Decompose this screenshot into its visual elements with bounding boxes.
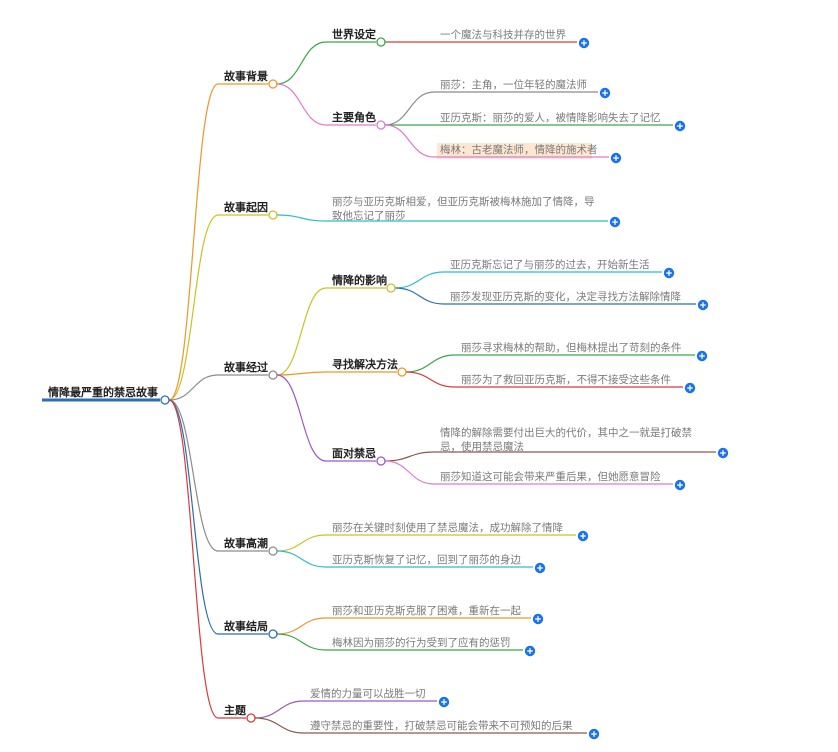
node-label-n3c1: 忌，使用禁忌魔法 xyxy=(440,440,524,453)
edge-n3c1 xyxy=(384,451,435,462)
node-label-n3a: 情降的影响 xyxy=(332,273,387,287)
node-label-n3a1: 亚历克斯忘记了与丽莎的过去，开始新生活 xyxy=(450,258,650,271)
node-label-n2a: 致他忘记了丽莎 xyxy=(332,209,406,222)
expand-plus-icon-n3c2[interactable] xyxy=(674,479,686,491)
node-label-n1: 故事背景 xyxy=(224,69,268,83)
root-label: 情降最严重的禁忌故事 xyxy=(48,385,158,399)
collapse-toggle-n1[interactable] xyxy=(268,79,278,89)
node-label-n1b3: 梅林：古老魔法师，情降的施术者 xyxy=(440,143,598,156)
node-label-n5: 故事结局 xyxy=(224,619,268,633)
edge-n6b xyxy=(254,717,305,734)
expand-plus-icon-n4a[interactable] xyxy=(577,530,589,542)
expand-plus-icon-n1a1[interactable] xyxy=(578,37,590,49)
collapse-toggle-n3[interactable] xyxy=(268,370,278,380)
node-label-n6: 主题 xyxy=(224,703,247,717)
collapse-toggle-root[interactable] xyxy=(160,395,170,405)
node-label-n3c: 面对禁忌 xyxy=(332,446,376,460)
expand-plus-icon-n4b[interactable] xyxy=(534,562,546,574)
edge-n6 xyxy=(168,399,219,719)
node-label-n1b1: 丽莎：主角，一位年轻的魔法师 xyxy=(440,78,587,91)
edge-n1b1 xyxy=(384,91,435,126)
node-label-n4b: 亚历克斯恢复了记忆，回到了丽莎的身边 xyxy=(332,553,521,566)
edge-n3b1 xyxy=(405,354,456,373)
edge-n3b2 xyxy=(405,371,456,388)
edge-n1a xyxy=(276,41,327,85)
edge-n3a1 xyxy=(394,271,445,289)
expand-plus-icon-n5a[interactable] xyxy=(532,613,544,625)
expand-plus-icon-n3a1[interactable] xyxy=(663,267,675,279)
edge-n3a2 xyxy=(394,287,445,305)
node-label-n4a: 丽莎在关键时刻使用了禁忌魔法，成功解除了情降 xyxy=(332,521,563,534)
mindmap-underlines xyxy=(42,41,716,734)
edge-n6a xyxy=(254,700,305,719)
node-label-n2: 故事起因 xyxy=(224,200,268,214)
expand-plus-icon-n6b[interactable] xyxy=(588,728,600,740)
expand-plus-icon-n3b1[interactable] xyxy=(696,350,708,362)
edge-n3c xyxy=(276,374,327,462)
collapse-toggle-n3a[interactable] xyxy=(386,283,396,293)
node-label-n3b2: 丽莎为了救回亚历克斯，不得不接受这些条件 xyxy=(461,373,671,386)
collapse-toggle-n3c[interactable] xyxy=(376,456,386,466)
edge-n4a xyxy=(276,534,327,552)
mindmap-edges xyxy=(168,41,456,734)
node-label-n1a1: 一个魔法与科技并存的世界 xyxy=(440,28,566,41)
collapse-toggle-n3b[interactable] xyxy=(397,367,407,377)
mindmap-handles xyxy=(160,37,729,740)
node-label-n3: 故事经过 xyxy=(224,360,268,374)
node-label-n1a: 世界设定 xyxy=(332,27,376,41)
expand-plus-icon-n6a[interactable] xyxy=(438,696,450,708)
collapse-toggle-n6[interactable] xyxy=(246,713,256,723)
expand-plus-icon-n1b2[interactable] xyxy=(674,120,686,132)
edge-n1b3 xyxy=(384,124,435,158)
expand-plus-icon-n1b3[interactable] xyxy=(610,152,622,164)
node-label-n3c2: 丽莎知道这可能会带来严重后果，但她愿意冒险 xyxy=(440,470,661,483)
expand-plus-icon-n3a2[interactable] xyxy=(697,299,709,311)
node-label-n6a: 爱情的力量可以战胜一切 xyxy=(310,687,426,700)
edge-n4b xyxy=(276,550,327,568)
edge-n1 xyxy=(168,83,219,401)
expand-plus-icon-n5b[interactable] xyxy=(524,645,536,657)
expand-plus-icon-n3c1[interactable] xyxy=(717,447,729,459)
node-label-n4: 故事高潮 xyxy=(224,536,268,550)
node-label-n1b: 主要角色 xyxy=(332,110,376,124)
expand-plus-icon-n1b1[interactable] xyxy=(599,87,611,99)
node-label-n3b: 寻找解决方法 xyxy=(332,357,398,371)
node-label-n6b: 遵守禁忌的重要性，打破禁忌可能会带来不可预知的后果 xyxy=(310,719,573,732)
highlight-n1b3 xyxy=(437,143,592,159)
edge-n3c2 xyxy=(384,460,435,485)
edge-n2 xyxy=(168,214,219,401)
node-label-n3a2: 丽莎发现亚历克斯的变化，决定寻找方法解除情降 xyxy=(450,290,681,303)
collapse-toggle-n1b[interactable] xyxy=(376,120,386,130)
expand-plus-icon-n3b2[interactable] xyxy=(684,382,696,394)
edge-n3b xyxy=(276,371,327,376)
edge-n3a xyxy=(276,287,327,376)
edge-n5a xyxy=(276,617,327,635)
node-label-n5a: 丽莎和亚历克斯克服了困难，重新在一起 xyxy=(332,604,521,617)
collapse-toggle-n1a[interactable] xyxy=(376,37,386,47)
edge-n2a xyxy=(276,214,327,222)
node-label-n2a: 丽莎与亚历克斯相爱，但亚历克斯被梅林施加了情降，导 xyxy=(332,195,595,208)
edge-n3 xyxy=(168,374,219,401)
node-label-n3b1: 丽莎寻求梅林的帮助，但梅林提出了苛刻的条件 xyxy=(461,341,682,354)
edge-n5 xyxy=(168,399,219,635)
collapse-toggle-n4[interactable] xyxy=(268,546,278,556)
node-label-n1b2: 亚历克斯：丽莎的爱人，被情降影响失去了记忆 xyxy=(440,111,661,124)
node-label-n5b: 梅林因为丽莎的行为受到了应有的惩罚 xyxy=(332,636,511,649)
node-label-n3c1: 情降的解除需要付出巨大的代价，其中之一就是打破禁 xyxy=(440,426,692,439)
edge-n1b xyxy=(276,83,327,126)
expand-plus-icon-n2a[interactable] xyxy=(609,216,621,228)
collapse-toggle-n2[interactable] xyxy=(268,210,278,220)
edge-n4 xyxy=(168,399,219,552)
edge-n5b xyxy=(276,633,327,651)
collapse-toggle-n5[interactable] xyxy=(268,629,278,639)
